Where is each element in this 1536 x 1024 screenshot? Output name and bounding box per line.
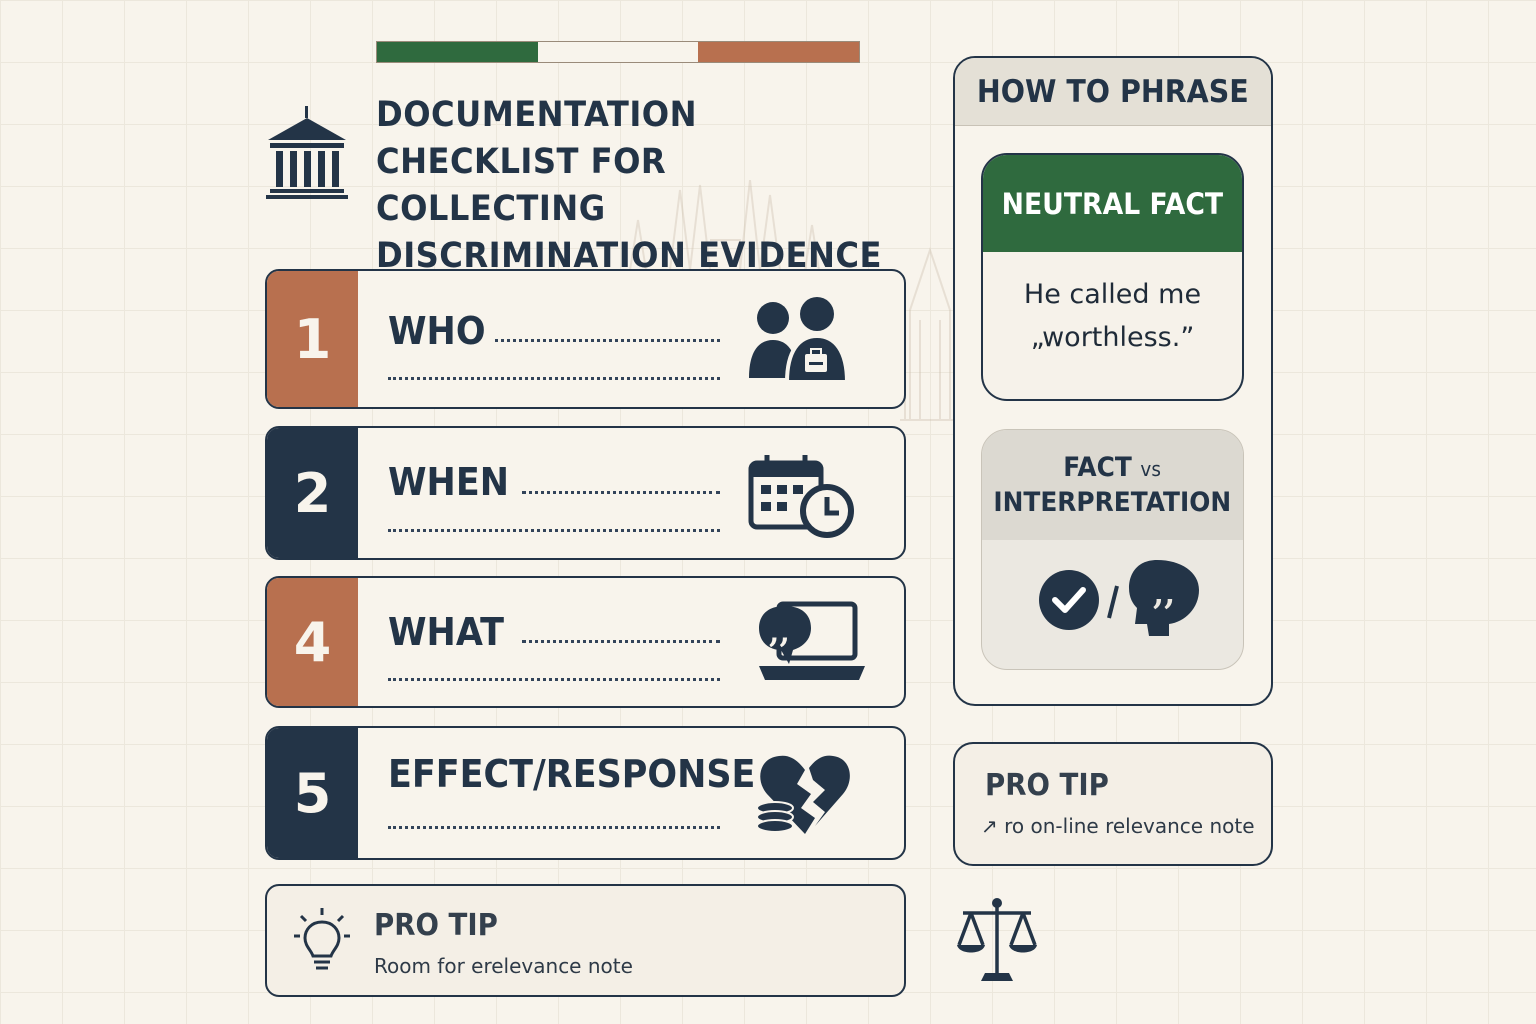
pro-tip-text: Room for erelevance note [374, 954, 633, 978]
side-pro-tip-box: PRO TIP ↗ ro on-line relevance note [953, 742, 1273, 866]
pro-tip-title: PRO TIP [374, 908, 498, 943]
fact-vs-icons: ,, [1039, 560, 1199, 636]
panel-heading: HOW TO PHRASE [955, 58, 1271, 126]
neutral-fact-card: NEUTRAL FACT He called me „worthless.” [981, 153, 1244, 401]
fill-in-line[interactable] [388, 377, 720, 380]
vs-label: vs [1140, 457, 1162, 481]
checklist-item-effect-response: 5 EFFECT/RESPONSE [265, 726, 906, 860]
laptop-quote-icon: ,, [759, 601, 865, 680]
item-label: WHAT [388, 610, 505, 654]
fact-vs-interpretation-card: FACT vs INTERPRETATION ,, [981, 429, 1244, 670]
scales-of-justice-icon [957, 898, 1037, 981]
fill-in-line[interactable] [495, 339, 720, 342]
item-number: 4 [267, 578, 358, 706]
flag-stripe-white [537, 42, 699, 62]
item-number: 1 [267, 271, 358, 407]
broken-heart-coins-icon [756, 755, 850, 834]
fill-in-line[interactable] [522, 491, 720, 494]
flag-stripe-terracotta [698, 42, 860, 62]
fill-in-line[interactable] [388, 678, 720, 681]
check-circle-icon [1039, 570, 1099, 630]
neutral-fact-title: NEUTRAL FACT [1001, 186, 1224, 221]
flag-bar [376, 41, 860, 63]
interpretation-label: INTERPRETATION [993, 487, 1232, 518]
page-title: DOCUMENTATION CHECKLIST FOR COLLECTING D… [376, 95, 882, 276]
fill-in-line[interactable] [522, 640, 720, 643]
checklist-item-when: 2 WHEN [265, 426, 906, 560]
item-label: WHO [388, 309, 486, 353]
fact-vs-heading: FACT vs INTERPRETATION [982, 430, 1243, 540]
checklist-item-who: 1 WHO [265, 269, 906, 409]
example-line-2: „worthless.” [1030, 322, 1195, 353]
arrow-icon: ↗ [981, 814, 998, 838]
fact-label: FACT [1063, 452, 1133, 483]
flag-stripe-green [377, 42, 538, 62]
side-pro-tip-text-content: ro on-line relevance note [1004, 814, 1255, 838]
item-number: 2 [267, 428, 358, 558]
lightbulb-icon [294, 908, 350, 970]
item-label: WHEN [388, 460, 509, 504]
panel-heading-text: HOW TO PHRASE [977, 73, 1249, 110]
calendar-clock-icon [748, 455, 854, 538]
item-label: EFFECT/RESPONSE [388, 752, 756, 796]
people-badge-icon [749, 297, 850, 384]
neutral-fact-example: He called me „worthless.” [983, 273, 1242, 359]
side-pro-tip-title: PRO TIP [985, 768, 1109, 803]
item-number: 5 [267, 728, 358, 858]
checklist-item-what: 4 WHAT ,, [265, 576, 906, 708]
example-line-1: He called me [1023, 279, 1202, 310]
thought-head-icon: ,, [1129, 560, 1199, 636]
side-pro-tip-text: ↗ ro on-line relevance note [981, 814, 1255, 838]
fill-in-line[interactable] [388, 826, 720, 829]
svg-text:,,: ,, [769, 615, 790, 650]
pro-tip-box: PRO TIP Room for erelevance note [265, 884, 906, 997]
fill-in-line[interactable] [388, 529, 720, 532]
neutral-fact-heading: NEUTRAL FACT [983, 155, 1242, 252]
svg-text:,,: ,, [1153, 574, 1175, 612]
courthouse-icon [266, 106, 348, 199]
